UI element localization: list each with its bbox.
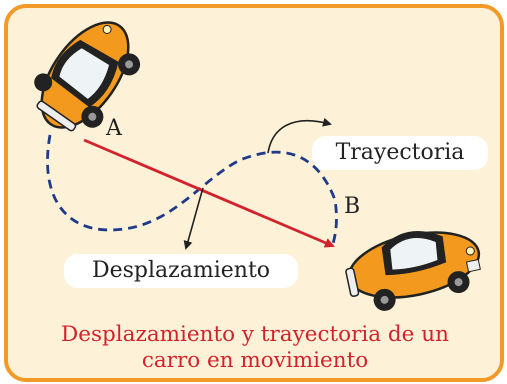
displacement-pointer-arrow — [183, 187, 204, 250]
caption-line-1: Desplazamiento y trayectoria de un — [61, 322, 449, 347]
trajectory-pointer-arrow — [267, 117, 332, 154]
car-icon-a — [34, 21, 141, 132]
point-b-label: B — [344, 194, 361, 219]
trajectory-path — [46, 134, 338, 245]
trajectory-label: Trayectoria — [312, 136, 488, 170]
figure-caption: Desplazamiento y trayectoria de un carro… — [12, 322, 498, 374]
displacement-arrow — [83, 138, 335, 248]
displacement-label: Desplazamiento — [64, 254, 298, 288]
caption-line-2: carro en movimiento — [141, 348, 369, 373]
point-a-label: A — [106, 116, 122, 141]
car-icon-b — [345, 231, 481, 311]
